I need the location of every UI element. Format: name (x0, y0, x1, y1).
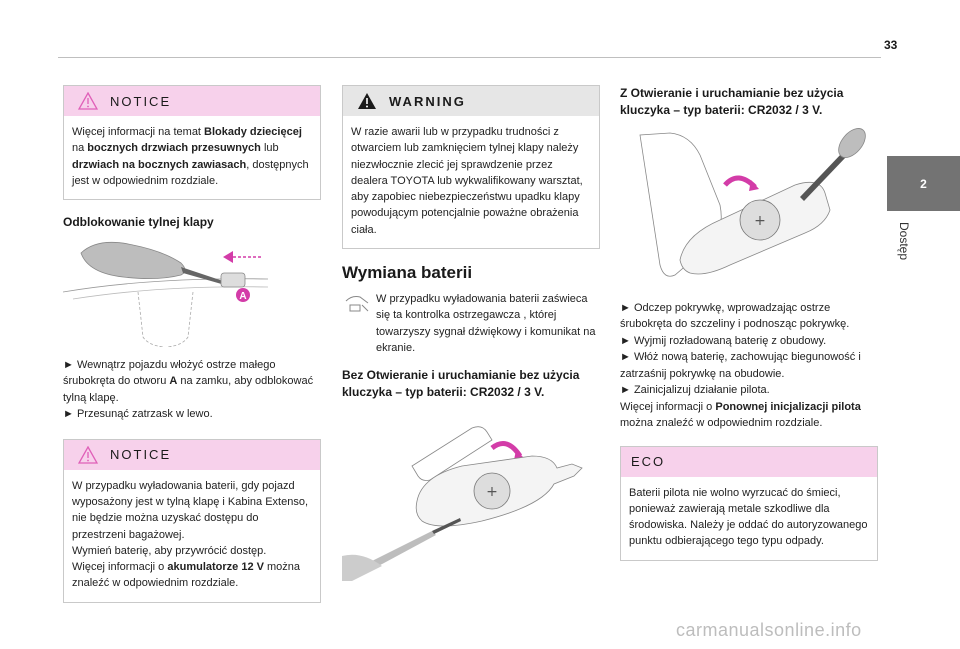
warning-body: W razie awarii lub w przypadku trudności… (351, 126, 583, 236)
unlock-steps: ► Wewnątrz pojazdu włożyć ostrze małego … (63, 357, 321, 423)
section-title-battery: Wymiana baterii (342, 262, 473, 282)
watermark: carmanualsonline.info (676, 620, 862, 640)
subtitle-with-keyless: Z Otwieranie i uruchamianie bez użycia k… (620, 86, 844, 117)
battery-intro-text: W przypadku wyładowania baterii zaświeca… (376, 292, 596, 355)
tailgate-unlock-figure: A (63, 241, 268, 347)
warning-triangle-icon (78, 92, 98, 110)
notice-box: NOTICE W przypadku wyładowania baterii, … (63, 438, 321, 603)
warning-box: WARNING W razie awarii lub w przypadku t… (342, 85, 600, 249)
battery-intro: W przypadku wyładowania baterii zaświeca… (342, 291, 600, 357)
eco-body: Baterii pilota nie wolno wyrzucać do śmi… (629, 486, 868, 548)
step-item: ► Wewnątrz pojazdu włożyć ostrze małego … (63, 358, 314, 404)
eco-heading: ECO (631, 454, 666, 470)
notice-box: NOTICE Więcej informacji na temat Blokad… (63, 85, 321, 201)
eco-header: ECO (621, 446, 877, 477)
notice-body: W przypadku wyładowania baterii, gdy poj… (72, 479, 309, 590)
battery-warning-icon (345, 295, 369, 312)
warning-header: WARNING (343, 86, 599, 116)
eco-box: ECO Baterii pilota nie wolno wyrzucać do… (620, 445, 878, 561)
page-number: 33 (884, 38, 898, 52)
notice-heading: NOTICE (110, 447, 172, 463)
battery-steps: ► Odczep pokrywkę, wprowadzając ostrze ś… (620, 300, 878, 432)
notice-header: NOTICE (64, 86, 320, 116)
step-item: ► Przesunąć zatrzask w lewo. (63, 408, 213, 421)
column-1: NOTICE Więcej informacji na temat Blokad… (63, 85, 321, 617)
warning-triangle-icon (358, 93, 376, 109)
step-item: ► Zainicjalizuj działanie pilota. (620, 384, 770, 397)
notice-header: NOTICE (64, 439, 320, 470)
svg-text:+: + (486, 484, 498, 500)
svg-text:+: + (754, 213, 766, 229)
key-battery-figure-standard: + (342, 426, 583, 582)
warning-heading: WARNING (389, 93, 466, 109)
key-battery-figure-keyless: + (639, 127, 866, 277)
step-item: ► Odczep pokrywkę, wprowadzając ostrze ś… (620, 301, 850, 331)
figure-label-a: A (239, 291, 246, 302)
notice-body: Więcej informacji na temat Blokady dziec… (72, 126, 309, 187)
subtitle-without-keyless: Bez Otwieranie i uruchamianie bez użycia… (342, 367, 580, 399)
header-rule (58, 57, 881, 58)
step-item: Więcej informacji o Ponownej inicjalizac… (620, 400, 861, 430)
warning-triangle-icon (78, 445, 98, 464)
column-3: Z Otwieranie i uruchamianie bez użycia k… (620, 85, 878, 575)
step-item: ► Wyjmij rozładowaną baterię z obudowy. (620, 334, 827, 347)
column-2: WARNING W razie awarii lub w przypadku t… (342, 85, 600, 591)
step-item: ► Włóż nową baterię, zachowując biegunow… (620, 351, 861, 380)
section-tab[interactable]: 2 (887, 156, 960, 211)
section-label: Dostęp (897, 222, 911, 261)
notice-heading: NOTICE (110, 93, 172, 109)
section-title-unlock-tailgate: Odblokowanie tylnej klapy (63, 215, 214, 230)
